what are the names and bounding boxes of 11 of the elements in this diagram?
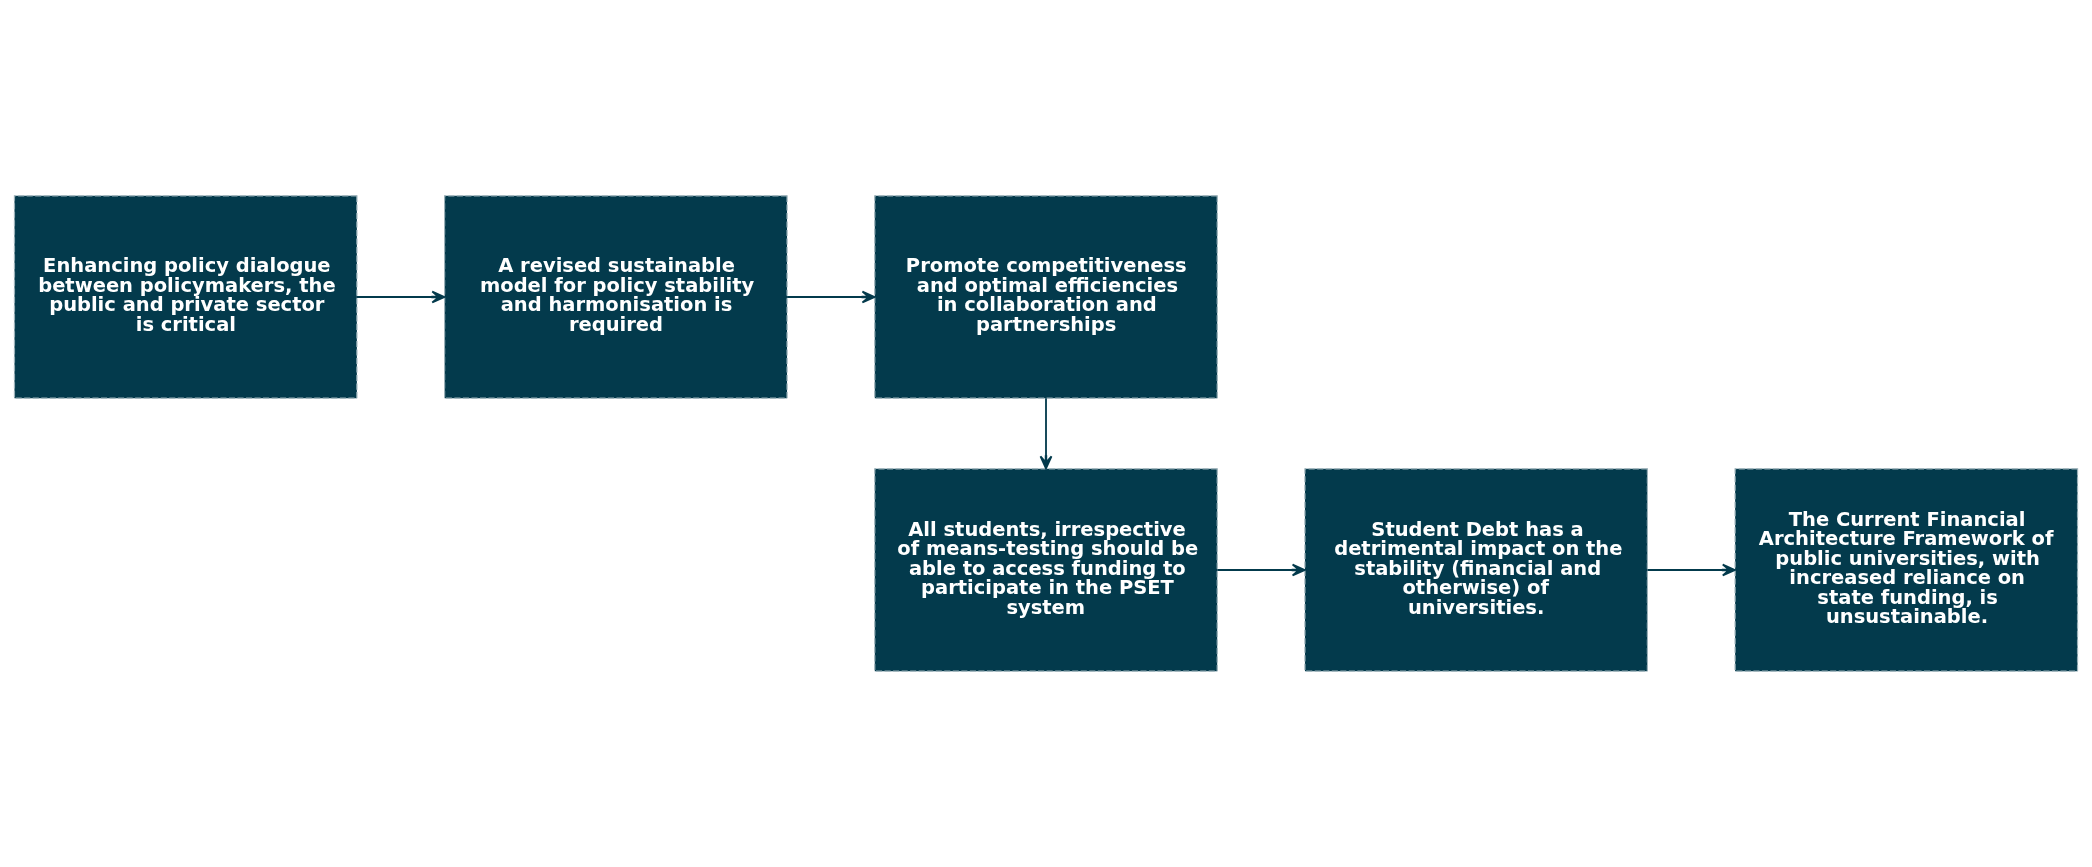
- arrow: [1216, 563, 1306, 577]
- node-box: Enhancing policy dialogue between policymakers, the public and private sector is critical: [13, 195, 358, 399]
- arrow: [356, 290, 446, 304]
- node-box: Promote competitiveness and optimal efficiencies in collaboration and partnerships: [874, 195, 1218, 399]
- node-box: The Current Financial Architecture Framework of public universities, with increased reliance on state funding, is unsustainable.: [1734, 468, 2079, 672]
- node-box: A revised sustainable model for policy stability and harmonisation is required: [444, 195, 788, 399]
- arrow: [1646, 563, 1736, 577]
- arrow: [786, 290, 876, 304]
- arrow: [1039, 397, 1053, 470]
- node-box: Student Debt has a detrimental impact on the stability (financial and otherwise) of universities.: [1304, 468, 1648, 672]
- node-box: All students, irrespective of means-testing should be able to access funding to participate in the PSET system: [874, 468, 1218, 672]
